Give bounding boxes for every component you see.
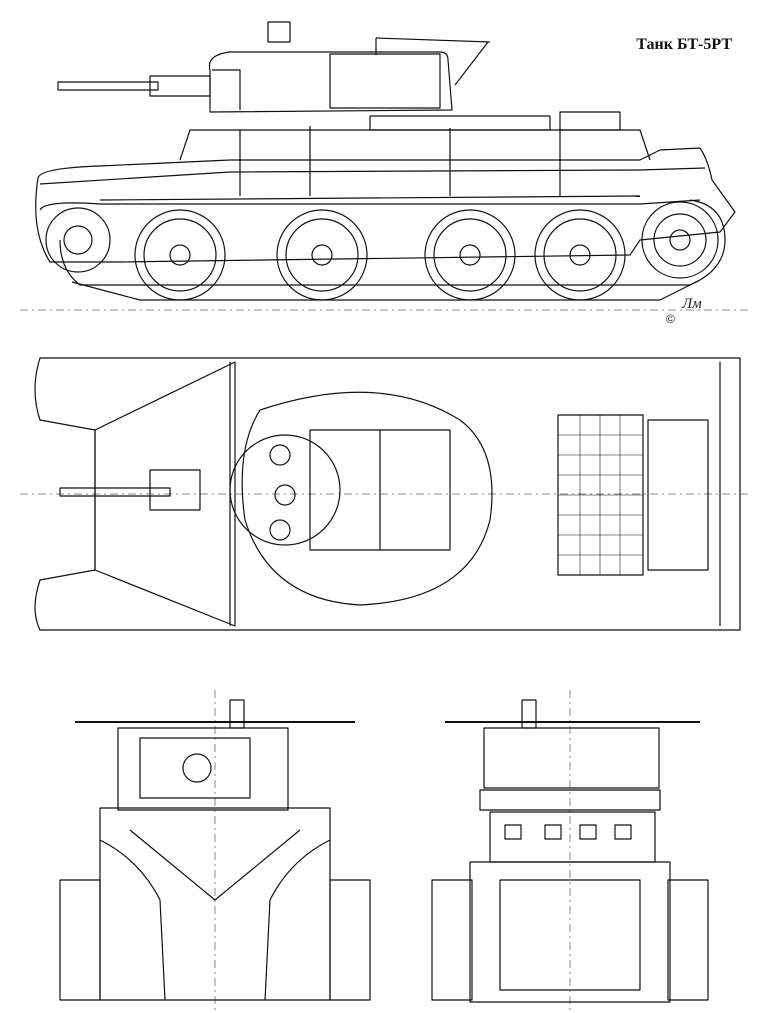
- rear-view: [431, 690, 709, 1010]
- front-view: [59, 690, 371, 1010]
- drawing-title: Танк БТ-5РТ: [636, 36, 732, 53]
- side-view: [20, 21, 748, 311]
- top-view: [20, 357, 748, 631]
- copyright-mark: ©: [666, 312, 675, 326]
- author-signature: Лм: [682, 296, 702, 312]
- road-wheels: [45, 201, 719, 301]
